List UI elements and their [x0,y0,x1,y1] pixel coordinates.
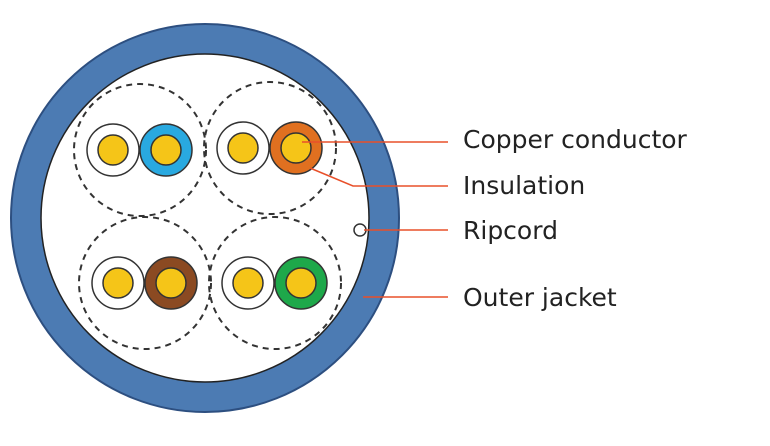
copper-conductor [150,134,182,166]
copper-conductor [280,132,312,164]
label-insulation: Insulation [463,171,586,200]
twisted-pair-boundary [203,81,337,215]
twisted-pair-boundary [208,216,342,350]
copper-conductor [227,132,259,164]
label-outer-jacket: Outer jacket [463,283,617,312]
label-copper-conductor: Copper conductor [463,125,687,154]
twisted-pair-boundary [78,216,212,350]
label-ripcord: Ripcord [463,216,558,245]
copper-conductor [155,267,187,299]
copper-conductor [102,267,134,299]
copper-conductor [97,134,129,166]
twisted-pair-boundary [73,83,207,217]
copper-conductor [285,267,317,299]
copper-conductor [232,267,264,299]
leader-line-insulation [309,167,448,187]
